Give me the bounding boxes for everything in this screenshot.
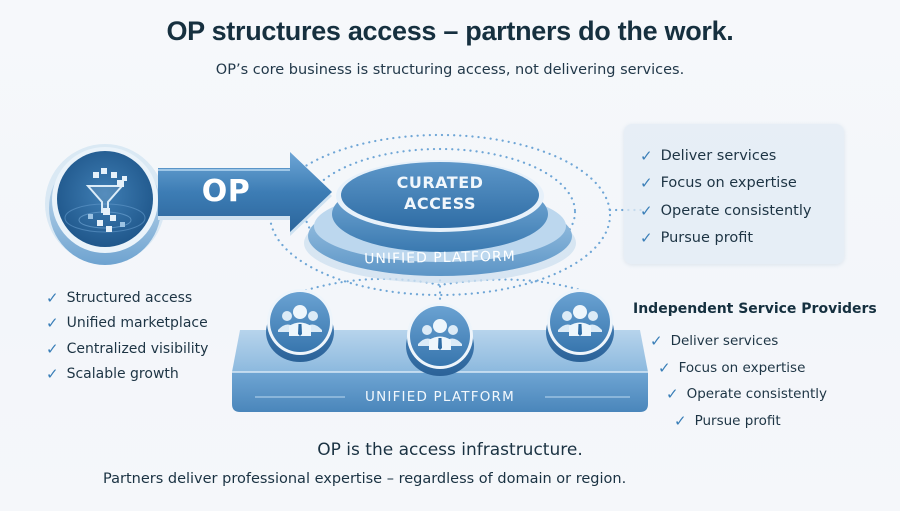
checklist-item: ✓ Centralized visibility	[46, 336, 208, 362]
people-group-icon	[278, 305, 322, 336]
partner-node	[546, 289, 614, 362]
footer-statement: OP is the access infrastructure.	[317, 440, 583, 460]
checkmark-icon: ✓	[46, 288, 59, 307]
checkmark-icon: ✓	[640, 201, 653, 220]
base-platform-label: UNIFIED PLATFORM	[365, 389, 515, 405]
checklist-item-label: Unified marketplace	[66, 315, 208, 332]
checklist-item-label: Centralized visibility	[66, 340, 209, 357]
checkmark-icon: ✓	[640, 174, 653, 193]
checklist-item: ✓ Operate consistently	[650, 381, 827, 408]
checklist-item-label: Structured access	[66, 289, 193, 306]
checkmark-icon: ✓	[650, 332, 663, 351]
checkmark-icon: ✓	[658, 358, 671, 377]
partner-node	[266, 289, 334, 362]
people-group-icon	[558, 305, 602, 336]
checklist-item-label: Pursue profit	[694, 412, 781, 429]
checklist-item-label: Operate consistently	[660, 202, 812, 219]
checklist-item: ✓ Pursue profit	[640, 225, 811, 253]
page-title: OP structures access – partners do the w…	[166, 16, 734, 46]
checklist-item: ✓ Pursue profit	[650, 408, 827, 435]
checklist-item-label: Pursue profit	[660, 230, 754, 247]
people-group-icon	[418, 319, 462, 350]
checklist-item-label: Focus on expertise	[660, 175, 797, 192]
checkmark-icon: ✓	[46, 365, 59, 384]
checklist-item: ✓ Scalable growth	[46, 362, 208, 388]
providers-heading: Independent Service Providers	[633, 301, 877, 317]
checkmark-icon: ✓	[674, 411, 687, 430]
data-cubes	[88, 168, 127, 232]
checklist-item: ✓ Deliver services	[640, 142, 811, 170]
op-benefits-list: ✓ Structured access ✓ Unified marketplace ✓ C…	[46, 285, 208, 387]
ops-responsibilities-card: ✓ Deliver services ✓ Focus on expertise ✓ Ope…	[624, 124, 844, 264]
checkmark-icon: ✓	[46, 314, 59, 333]
checklist-item: ✓ Focus on expertise	[650, 355, 827, 382]
hub-label-line1: CURATED	[396, 173, 484, 192]
curated-access-hub	[304, 160, 576, 283]
checklist-item: ✓ Unified marketplace	[46, 311, 208, 337]
checklist-item-label: Deliver services	[670, 333, 779, 350]
checklist-item: ✓ Focus on expertise	[640, 170, 811, 198]
providers-list: ✓ Deliver services ✓ Focus on expertise ✓ Ope…	[650, 328, 827, 434]
checkmark-icon: ✓	[666, 385, 679, 404]
checklist-item-label: Focus on expertise	[678, 359, 806, 376]
page-subtitle: OP’s core business is structuring access…	[215, 62, 685, 78]
checkmark-icon: ✓	[640, 229, 653, 248]
funnel-node	[45, 144, 165, 265]
checklist-item: ✓ Structured access	[46, 285, 208, 311]
checklist-item-label: Scalable growth	[66, 366, 179, 383]
partner-node	[406, 303, 474, 376]
hub-label-line2: ACCESS	[403, 194, 477, 213]
checklist-item-label: Deliver services	[660, 147, 777, 164]
hub-label: CURATED ACCESS	[360, 172, 520, 214]
checklist-item-label: Operate consistently	[686, 386, 828, 403]
checkmark-icon: ✓	[640, 146, 653, 165]
op-arrow	[158, 152, 332, 236]
op-arrow-label: OP	[201, 174, 251, 209]
footer-substatement: Partners deliver professional expertise …	[103, 471, 627, 487]
checklist-item: ✓ Deliver services	[650, 328, 827, 355]
checklist-item: ✓ Operate consistently	[640, 197, 811, 225]
checkmark-icon: ✓	[46, 339, 59, 358]
right-checklist: ✓ Deliver services ✓ Focus on expertise ✓ Ope…	[640, 142, 811, 252]
partner-nodes	[266, 289, 614, 376]
